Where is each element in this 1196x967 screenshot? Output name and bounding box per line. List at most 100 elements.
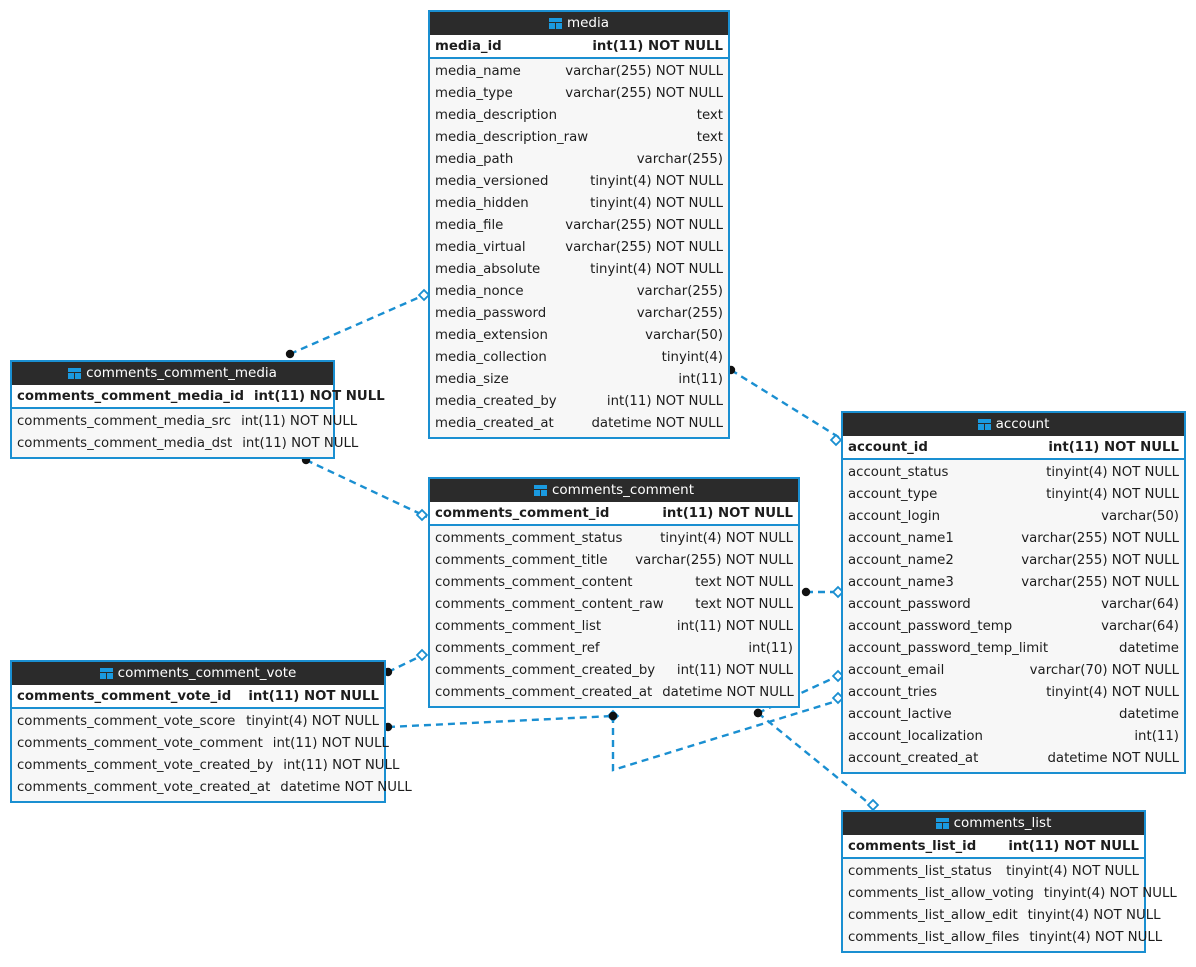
column-type: int(11) NOT NULL [254,389,385,404]
column-type: int(11) NOT NULL [592,39,723,54]
column-name: comments_comment_title [435,553,608,568]
table-header-comments_comment_media[interactable]: comments_comment_media [12,362,333,385]
relationship-endpoint-diamond [606,709,620,723]
column-type: int(11) NOT NULL [662,506,793,521]
column-type: text [696,130,723,145]
column-name: comments_comment_ref [435,641,600,656]
table-title: comments_comment_media [86,365,277,381]
table-icon [548,17,562,29]
table-header-comments_comment[interactable]: comments_comment [430,479,798,502]
column-name: account_name1 [848,531,954,546]
primary-key-row[interactable]: media_id int(11) NOT NULL [430,35,728,59]
column-type: varchar(255) NOT NULL [1021,553,1179,568]
primary-key-row[interactable]: comments_comment_media_id int(11) NOT NUL… [12,385,385,409]
relationship-endpoint-dot [285,349,295,359]
relationship-rel-commentmedia-media [285,288,431,359]
table-header-media[interactable]: media [430,12,728,35]
column-type: varchar(70) NOT NULL [1029,663,1179,678]
column-name: media_nonce [435,284,524,299]
column-name: account_localization [848,729,983,744]
column-name: comments_comment_vote_created_at [17,780,271,795]
table-header-comments_list[interactable]: comments_list [843,812,1144,835]
column-name: comments_comment_media_id [17,389,244,404]
column-name: media_versioned [435,174,549,189]
column-name: media_id [435,39,502,54]
table-comments_comment_media[interactable]: comments_comment_media comments_comment_m… [10,360,385,459]
column-name: account_login [848,509,941,524]
table-header-comments_comment_vote[interactable]: comments_comment_vote [12,662,384,685]
column-type: varchar(255) NOT NULL [565,86,723,101]
table-header-account[interactable]: account [843,413,1184,436]
relationship-rel-commentvote-commentbottom [383,709,620,732]
table-icon [68,367,82,379]
column-type: tinyint(4) NOT NULL [1027,908,1161,923]
relationship-line [387,653,424,674]
column-name: account_id [848,440,928,455]
relationship-line [611,698,841,772]
column-type: varchar(50) [645,328,723,343]
relationship-rel-commentmedia-comment [301,455,429,522]
relationship-endpoint-dot [753,708,763,718]
